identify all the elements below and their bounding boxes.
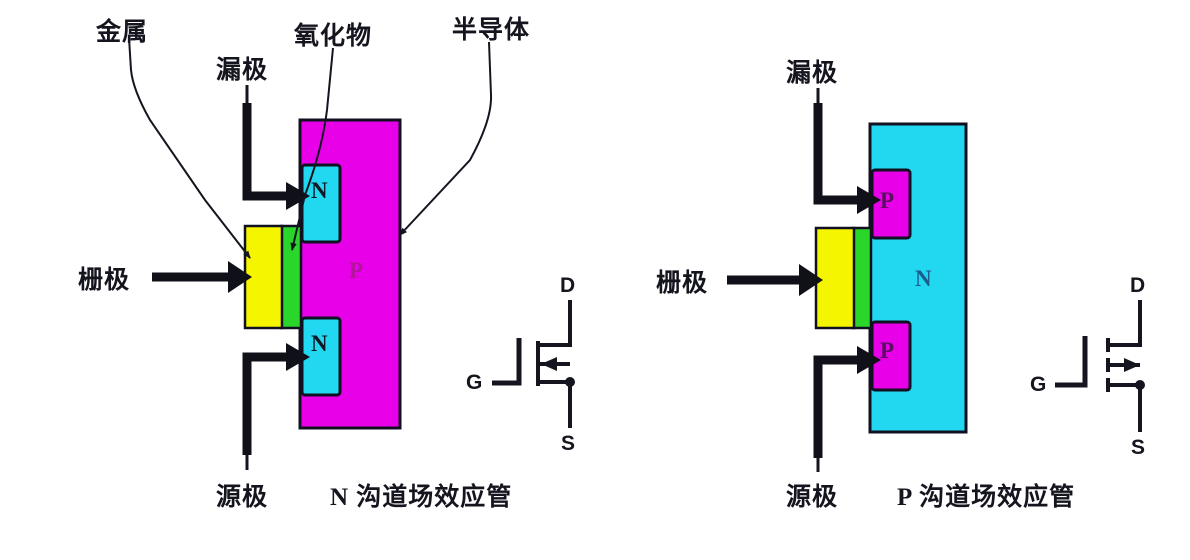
left-symbol-drain-pin-label: D (560, 274, 576, 297)
left-symbol-source-wire (540, 380, 572, 428)
right-symbol-junction-dot (1135, 380, 1145, 390)
right-source-contact-arrow (857, 346, 881, 374)
callout-label-metal: 金属 (96, 19, 149, 46)
right-source-label: 源极 (786, 484, 839, 511)
left-symbol-source-pin-label: S (561, 432, 576, 455)
right-symbol-arrow (1124, 358, 1140, 372)
right-source-lead (813, 355, 866, 458)
right-drain-well-letter: P (880, 188, 895, 213)
right-symbol-source-pin-label: S (1131, 436, 1146, 459)
right-symbol-source-wire (1110, 383, 1142, 432)
right-gate-metal (814, 226, 856, 330)
right-gate-label: 栅极 (656, 270, 709, 297)
left-source-label: 源极 (216, 484, 269, 511)
right-drain-label: 漏极 (786, 60, 839, 87)
right-symbol-gate-pin-label: G (1030, 373, 1047, 396)
right-substrate-letter: N (915, 266, 932, 291)
callout-line-metal (128, 37, 251, 259)
left-drain-contact-arrow (286, 182, 310, 210)
callout-line-semiconductor (399, 41, 493, 236)
left-gate-contact-arrow (228, 261, 252, 293)
callout-line-oxide (290, 47, 334, 251)
right-symbol-drain-wire (1110, 300, 1142, 347)
right-drain-contact-arrow (857, 186, 881, 214)
left-symbol-gate-pin-label: G (466, 371, 483, 394)
left-drain-well-letter: N (311, 178, 328, 203)
left-source-contact-arrow (286, 343, 310, 371)
right-symbol-drain-pin-label: D (1130, 274, 1146, 297)
callout-label-oxide: 氧化物 (294, 23, 373, 50)
right-symbol-gate-wire (1055, 336, 1088, 388)
left-source-lead (242, 352, 295, 455)
right-gate-contact-arrow (799, 264, 823, 296)
callout-label-semiconductor: 半导体 (452, 17, 531, 44)
right-device-caption: P 沟道场效应管 (897, 484, 1076, 511)
right-gate-oxide (851, 226, 873, 330)
left-drain-lead (242, 103, 295, 201)
left-device-caption: N 沟道场效应管 (330, 484, 513, 511)
left-symbol-drain-wire (540, 300, 572, 347)
left-substrate-letter: P (349, 258, 364, 283)
left-symbol-gate-wire (492, 338, 522, 386)
left-symbol-junction-dot (565, 377, 575, 387)
left-gate-label: 栅极 (78, 267, 131, 294)
left-symbol-arrow (541, 357, 557, 371)
left-gate-oxide (279, 224, 303, 330)
left-drain-label: 漏极 (216, 57, 269, 84)
right-source-well-letter: P (880, 338, 895, 363)
right-drain-lead (813, 103, 866, 205)
left-source-well-letter: N (311, 331, 328, 356)
